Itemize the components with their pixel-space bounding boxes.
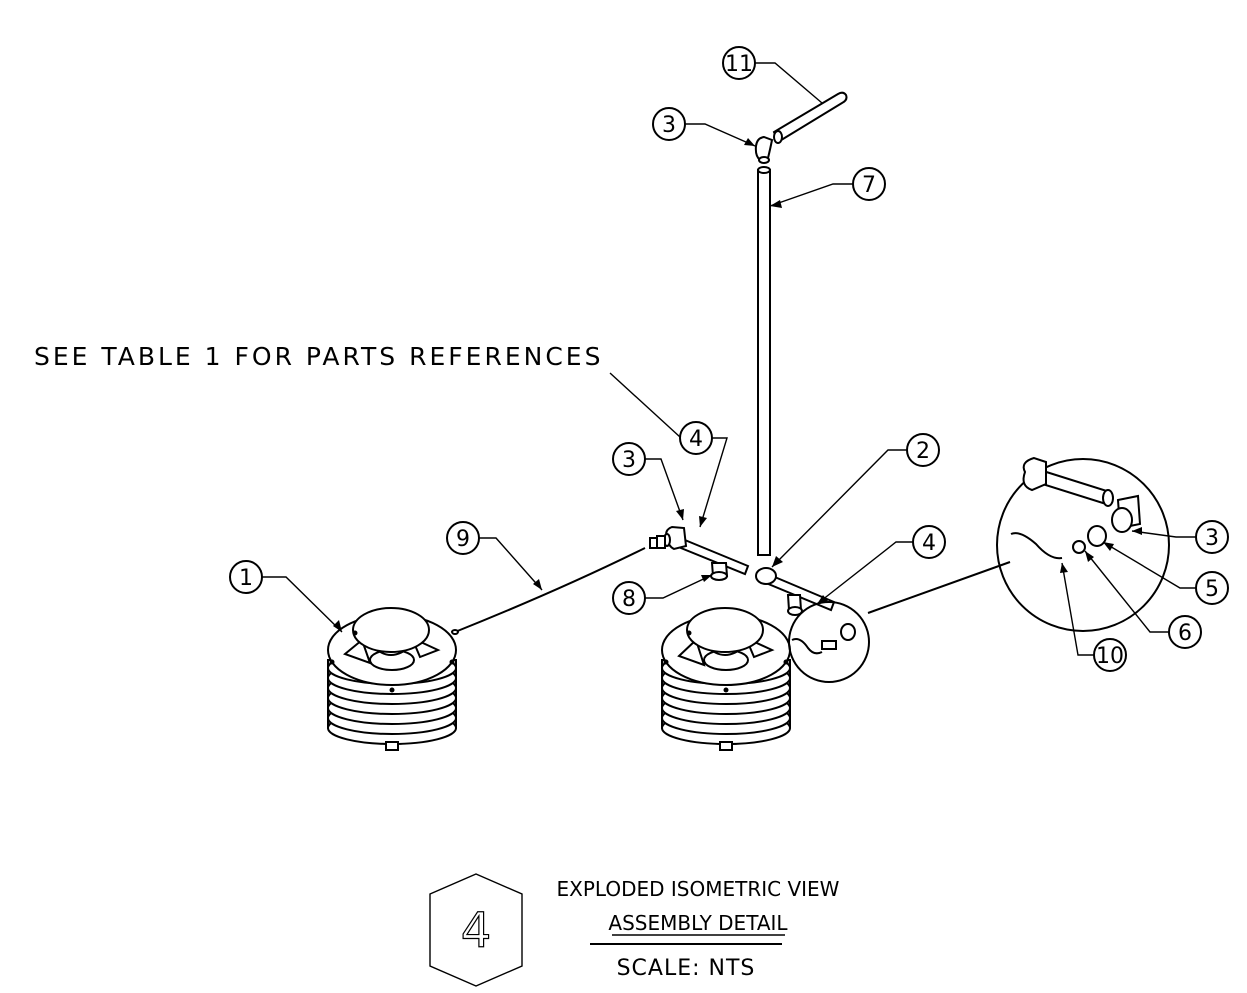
svg-text:8: 8	[622, 587, 636, 612]
balloon-7: 7	[769, 167, 886, 208]
balloon-1: 1	[229, 560, 343, 633]
svg-text:5: 5	[1205, 577, 1219, 602]
svg-text:2: 2	[916, 439, 930, 464]
balloon-3-detail: 3	[1131, 520, 1229, 554]
view-number: 4	[461, 903, 492, 959]
balloon-4-right: 4	[816, 525, 946, 605]
svg-text:9: 9	[456, 527, 470, 552]
detail-callout-large	[996, 456, 1170, 632]
tubing	[454, 547, 646, 633]
top-elbow-and-pipe	[754, 91, 848, 164]
view-title: EXPLODED ISOMETRIC VIEW	[557, 877, 840, 901]
svg-text:4: 4	[689, 427, 703, 452]
scale-label: SCALE: NTS	[617, 956, 756, 981]
view-subtitle: ASSEMBLY DETAIL	[608, 911, 788, 935]
left-pipe-assembly	[649, 525, 750, 581]
parts-reference-note: SEE TABLE 1 FOR PARTS REFERENCES	[34, 342, 603, 371]
svg-text:6: 6	[1178, 621, 1192, 646]
svg-text:3: 3	[662, 113, 676, 138]
balloon-11: 11	[722, 46, 823, 104]
balloon-3-left: 3	[612, 442, 684, 521]
title-block: 4 EXPLODED ISOMETRIC VIEW ASSEMBLY DETAI…	[429, 873, 840, 987]
svg-text:1: 1	[239, 566, 253, 591]
svg-text:7: 7	[862, 173, 876, 198]
balloon-4-left: 4	[679, 421, 728, 528]
detail-callout-small	[788, 561, 1011, 683]
svg-text:10: 10	[1096, 644, 1124, 669]
svg-text:3: 3	[622, 448, 636, 473]
balloon-10: 10	[1060, 562, 1127, 672]
balloon-3-top: 3	[652, 107, 756, 147]
radiation-shield-left	[327, 607, 457, 751]
svg-text:4: 4	[922, 531, 936, 556]
note-leader	[609, 372, 681, 438]
view-number-hexagon	[429, 873, 523, 987]
balloon-9: 9	[446, 521, 543, 591]
svg-text:11: 11	[725, 52, 753, 77]
svg-text:3: 3	[1205, 526, 1219, 551]
radiation-shield-center	[661, 607, 791, 751]
right-pipe-assembly	[755, 567, 836, 616]
balloon-8: 8	[612, 574, 713, 615]
balloon-2: 2	[771, 433, 940, 568]
vertical-pipe	[757, 166, 771, 556]
balloon-5: 5	[1102, 541, 1229, 605]
balloon-6: 6	[1084, 550, 1202, 649]
